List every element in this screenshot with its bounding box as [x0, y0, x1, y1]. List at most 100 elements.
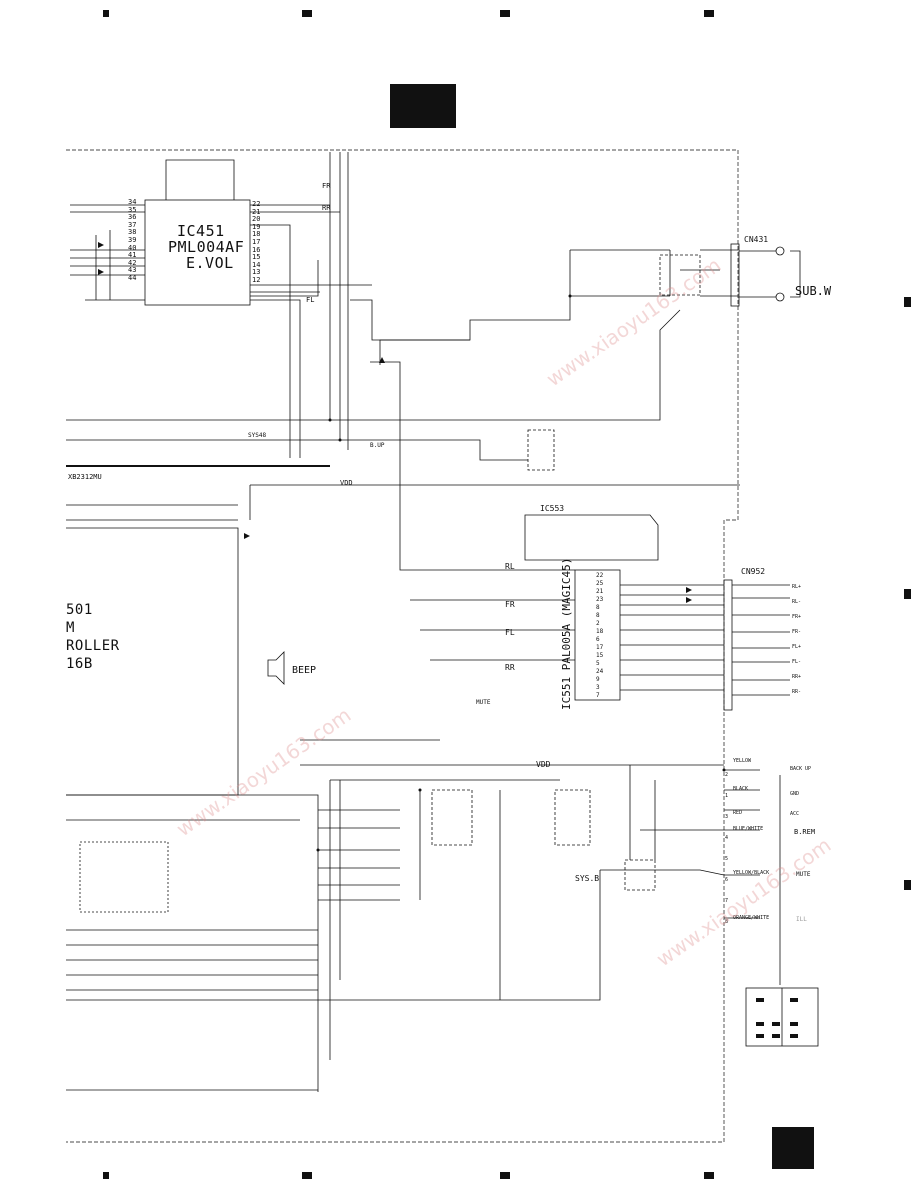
ic451-pin-20: 20 [252, 215, 261, 224]
ic501-bus-label: XB2312MU [68, 473, 102, 481]
ic451-pin-14: 14 [252, 260, 261, 269]
cn952-pin-fl-plus: FL+ [792, 644, 802, 650]
ic451-pin-21: 21 [252, 207, 261, 216]
ic551-pin: 8 [596, 612, 600, 619]
ic451-ref: IC451 [177, 222, 225, 240]
ic551-pin: 8 [596, 604, 600, 611]
wire-function-acc: ACC [790, 811, 800, 817]
cn952-pin-number: 8 [725, 919, 729, 925]
cn952-pin-rl-plus: RL+ [792, 584, 802, 590]
ic551-pin: 15 [596, 652, 604, 659]
cn952-pin-rr-plus: RR+ [792, 674, 802, 680]
ic451-pin-22: 22 [252, 200, 261, 208]
ic551-pin: 25 [596, 580, 604, 587]
ic501-ref: 501 [66, 602, 93, 618]
ic451-pin-12: 12 [252, 275, 261, 284]
net-label-vdd-1: VDD [340, 479, 353, 487]
ic551-label: IC551 PAL005A (MAGIC45) [560, 558, 573, 710]
cn952-pin-number: 3 [725, 814, 729, 820]
ic451-pin-17: 17 [252, 237, 261, 246]
net-label-bup: B.UP [370, 442, 385, 449]
registration-mark-top-1 [103, 10, 109, 17]
ic451-pin-13: 13 [252, 268, 261, 277]
cn952-pin-fr-minus: FR- [792, 629, 802, 635]
ic551-pin: 21 [596, 588, 604, 595]
ic551-pins: 22 25 21 23 8 8 2 18 6 17 15 5 24 9 3 7 [596, 572, 603, 700]
wire-color-yellow: YELLOW [733, 758, 752, 764]
channel-label-rl: RL [505, 562, 515, 571]
ic451-pin-38: 38 [128, 228, 137, 237]
ic451-function: E.VOL [186, 254, 234, 272]
channel-label-fl: FL [505, 628, 515, 637]
ic451-pin-35: 35 [128, 205, 137, 214]
cn952-pin-number: 5 [725, 856, 729, 862]
ic451-pin-16: 16 [252, 245, 261, 254]
wire-function-ill: ILL [796, 916, 807, 923]
ic551-pin: 17 [596, 644, 604, 651]
ic451-part: PML004AF [168, 238, 245, 256]
cn952-pin-number: 4 [725, 835, 729, 841]
ic551-ref: IC551 [560, 676, 573, 710]
ic553-ref: IC553 [540, 504, 565, 513]
registration-mark-bottom-1 [103, 1172, 109, 1179]
cn952-ref: CN952 [741, 567, 766, 576]
channel-label-fr: FR [505, 600, 515, 609]
registration-mark-bottom-2 [302, 1172, 312, 1179]
net-label-sys48: SYS48 [248, 432, 267, 439]
cn952-pin-rr-minus: RR- [792, 689, 802, 695]
ic551-pin: 3 [596, 684, 600, 691]
net-label-rr: RR [322, 204, 331, 212]
registration-mark-top-4 [704, 10, 714, 17]
registration-mark-bottom-3 [500, 1172, 510, 1179]
registration-mark-top-2 [302, 10, 312, 17]
ic451-pin-19: 19 [252, 222, 261, 231]
cn431-ref: CN431 [744, 235, 769, 244]
registration-mark-right-1 [904, 297, 911, 307]
cn952-pin-fr-plus: FR+ [792, 614, 802, 620]
page-tab-top [390, 84, 456, 128]
page-tab-bottom [772, 1127, 814, 1169]
net-label-mute: MUTE [476, 699, 491, 706]
ic451-pins-right: 22 21 20 19 18 17 16 15 14 13 12 [252, 200, 261, 285]
ic551-pin: 22 [596, 572, 604, 579]
ic551-pin: 24 [596, 668, 604, 675]
net-label-fr: FR [322, 182, 331, 190]
ic451-pin-43: 43 [128, 266, 137, 275]
wire-function-backup: BACK UP [790, 766, 812, 772]
cn952-pin-labels: RL+ RL- FR+ FR- FL+ FL- RR+ RR- [792, 580, 801, 700]
net-label-sys-b: SYS.B [575, 874, 600, 883]
ic551-pin: 18 [596, 628, 604, 635]
ic451-pin-36: 36 [128, 213, 137, 222]
net-label-vdd-2: VDD [536, 760, 551, 769]
registration-mark-right-2 [904, 589, 911, 599]
ic551-pin: 9 [596, 676, 600, 683]
registration-mark-right-3 [904, 880, 911, 890]
wire-color-blue-white: BLUE/WHITE [733, 826, 764, 832]
cn952-pin-number: 7 [725, 898, 729, 904]
cn952-pin-number: 6 [725, 877, 729, 883]
ic551-pin: 6 [596, 636, 600, 643]
ic451-pin-42: 42 [128, 258, 137, 267]
ic501-line2: M [66, 620, 75, 636]
ic451-pin-34: 34 [128, 198, 137, 206]
wire-color-orange-white: ORANGE/WHITE [733, 915, 770, 921]
cn952-pin-rl-minus: RL- [792, 599, 802, 605]
cn952-pin-fl-minus: FL- [792, 659, 802, 665]
ic551-pin: 7 [596, 692, 600, 699]
registration-mark-bottom-4 [704, 1172, 714, 1179]
wire-color-black: BLACK [733, 786, 749, 792]
cn952-pin-number: 2 [725, 772, 729, 778]
ic451-pin-18: 18 [252, 230, 261, 239]
ic451-pin-15: 15 [252, 253, 261, 262]
ic501-line3: ROLLER [66, 638, 120, 654]
net-label-fl: FL [306, 296, 315, 304]
wire-color-red: RED [733, 810, 743, 816]
ic551-pin: 23 [596, 596, 604, 603]
channel-label-rr: RR [505, 663, 515, 672]
ic451-pin-39: 39 [128, 235, 137, 244]
cn952-pin-numbers: 2 1 3 4 5 6 7 8 [725, 765, 728, 933]
ic551-pin: 5 [596, 660, 600, 667]
ic451-pins-left: 34 35 36 37 38 39 40 41 42 43 44 [128, 198, 137, 283]
registration-mark-top-3 [500, 10, 510, 17]
